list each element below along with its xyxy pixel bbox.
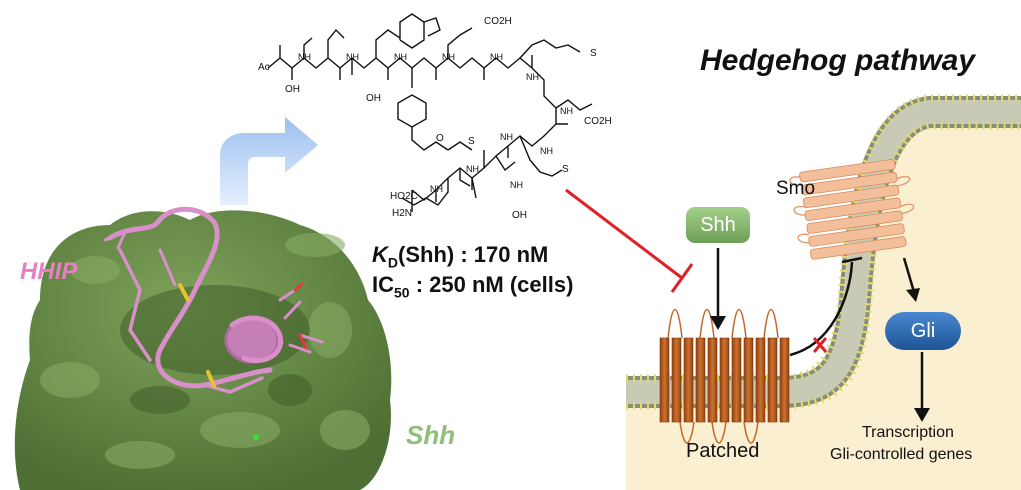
peptide-nh-label: NH bbox=[394, 52, 407, 62]
kd-value: KD(Shh) : 170 nM bbox=[372, 242, 548, 270]
genes-label: Gli-controlled genes bbox=[830, 446, 973, 463]
shh-ligand-box: Shh bbox=[686, 207, 750, 243]
peptide-nh-label: NH bbox=[500, 132, 513, 142]
cell-membrane-panel bbox=[626, 94, 1021, 490]
kd-subscript: D bbox=[387, 254, 399, 271]
peptide-nh-label: NH bbox=[510, 180, 523, 190]
peptide-nh-label: NH bbox=[298, 52, 311, 62]
peptide-nh-label: NH bbox=[466, 164, 479, 174]
patched-receptor bbox=[659, 308, 790, 444]
pathway-arrows bbox=[710, 248, 930, 422]
peptide-group: S bbox=[590, 48, 597, 59]
pathway-title: Hedgehog pathway bbox=[700, 44, 976, 77]
peptide-group: HO2C bbox=[390, 191, 418, 202]
peptide-group: OH bbox=[512, 210, 527, 221]
peptide-group: CO2H bbox=[484, 16, 512, 27]
patched-label: Patched bbox=[686, 440, 760, 462]
transcription-label: Transcription bbox=[862, 424, 954, 441]
gli-box: Gli bbox=[885, 312, 961, 350]
peptide-group: S bbox=[468, 136, 475, 147]
peptide-group: O bbox=[436, 133, 444, 144]
kd-text: (Shh) : 170 nM bbox=[398, 242, 549, 267]
peptide-nh-label: NH bbox=[442, 52, 455, 62]
peptide-nh-label: NH bbox=[560, 106, 573, 116]
peptide-group: Ac bbox=[258, 62, 270, 73]
peptide-nh-label: NH bbox=[490, 52, 503, 62]
peptide-group: CO2H bbox=[584, 116, 612, 127]
peptide-nh-label: NH bbox=[540, 146, 553, 156]
hhip-label: HHIP bbox=[20, 258, 78, 285]
peptide-atom-labels: Ac OH OH CO2H CO2H S S O HO2C H2N OH S bbox=[258, 16, 612, 221]
kd-symbol: K bbox=[372, 242, 388, 267]
peptide-group: OH bbox=[285, 84, 300, 95]
peptide-group: H2N bbox=[392, 208, 412, 219]
blocked-mark bbox=[812, 337, 828, 353]
hhip-peptide-model bbox=[103, 206, 324, 394]
peptide-group: S bbox=[562, 164, 569, 175]
peptide-nh-label: NH bbox=[346, 52, 359, 62]
peptide-group: OH bbox=[366, 93, 381, 104]
smo-receptor bbox=[789, 159, 915, 260]
ic50-symbol: IC bbox=[372, 272, 394, 297]
smo-label: Smo bbox=[776, 178, 816, 199]
ic50-value: IC50 : 250 nM (cells) bbox=[372, 272, 573, 300]
ic50-text: : 250 nM (cells) bbox=[409, 272, 574, 297]
peptide-nh-label: NH bbox=[430, 184, 443, 194]
inhibition-arrow bbox=[565, 188, 694, 293]
ic50-subscript: 50 bbox=[394, 284, 410, 301]
shh-protein-label: Shh bbox=[406, 420, 456, 450]
flow-arrow bbox=[220, 117, 318, 205]
shh-protein-surface bbox=[14, 210, 392, 490]
peptide-structure bbox=[267, 13, 593, 212]
peptide-nh-label: NH bbox=[526, 72, 539, 82]
